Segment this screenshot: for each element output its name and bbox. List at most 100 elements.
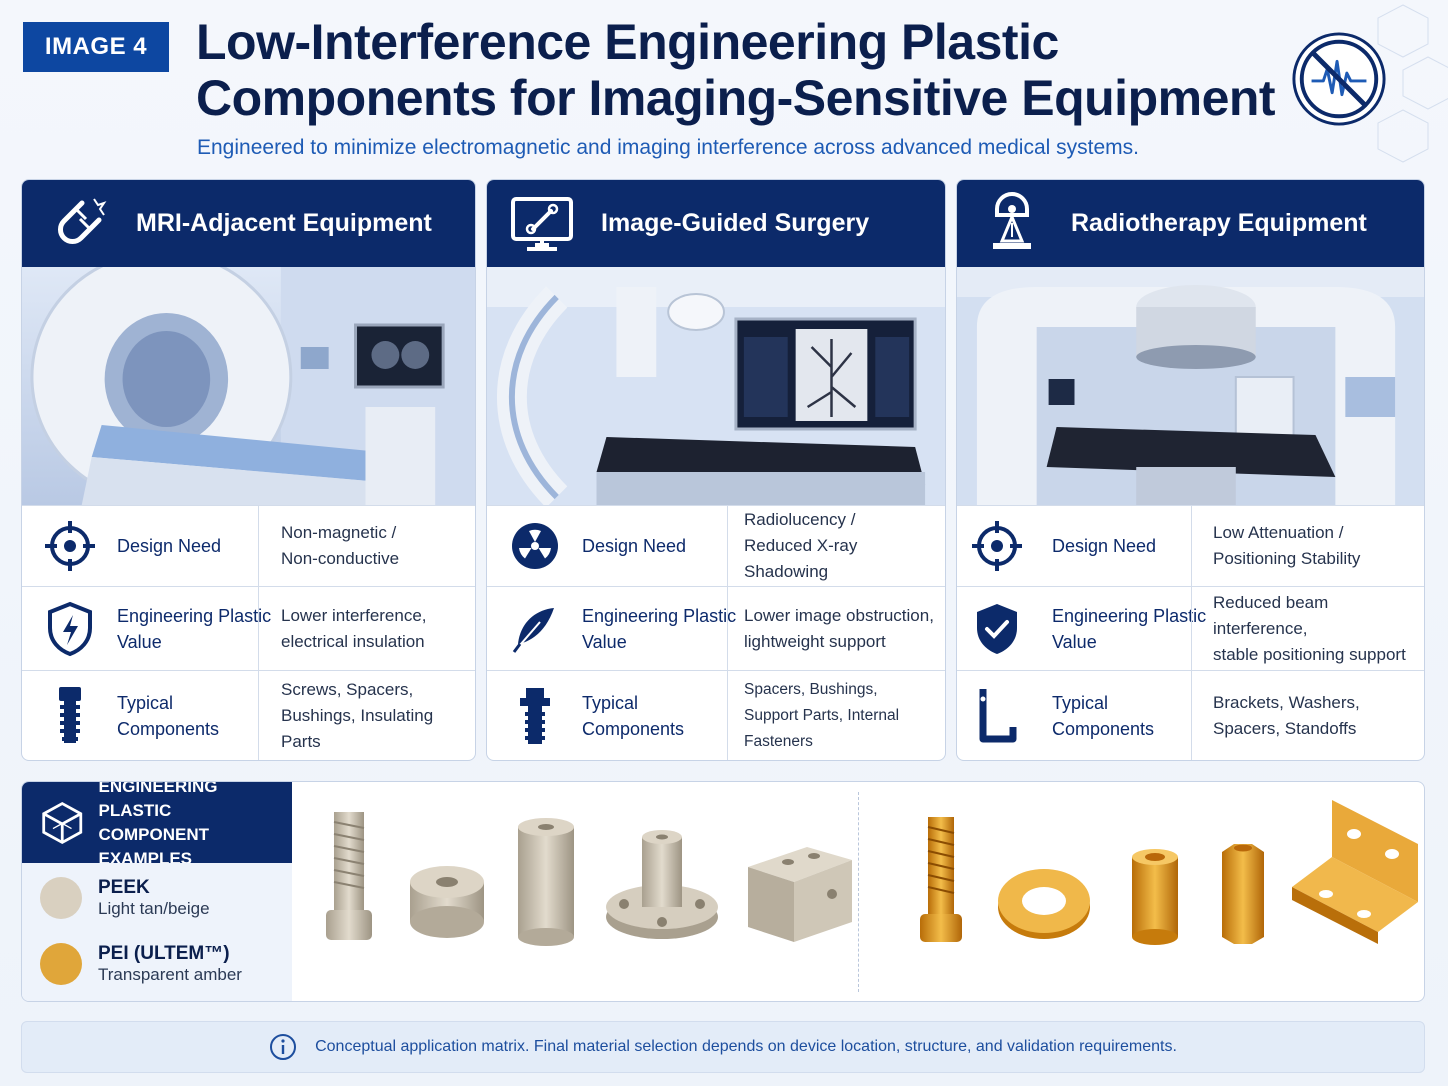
material-divider [858, 792, 859, 992]
examples-title: ENGINEERING PLASTIC COMPONENT EXAMPLES [98, 782, 293, 871]
row-label: Engineering Plastic Value [582, 603, 736, 655]
shield-check-icon [977, 603, 1017, 654]
label-line: Typical [582, 692, 639, 713]
value-line: lightweight support [744, 631, 886, 651]
examples-title-line: COMPONENT EXAMPLES [98, 824, 210, 868]
row-value: Spacers, Bushings, Support Parts, Intern… [744, 677, 945, 755]
no-interference-icon [1292, 32, 1386, 126]
peek-spacer [518, 818, 574, 946]
column-image-guided-surgery: Image-Guided Surgery [486, 179, 946, 761]
column-header: Radiotherapy Equipment [957, 180, 1424, 267]
bolt-icon [519, 687, 550, 744]
column-header: Image-Guided Surgery [487, 180, 945, 267]
row-design-need: Design Need Non-magnetic / Non-conductiv… [22, 505, 475, 586]
value-line: stable positioning support [1213, 644, 1406, 664]
value-line: Non-conductive [281, 549, 400, 568]
linac-icon [993, 191, 1031, 249]
row-value: Screws, Spacers, Bushings, Insulating Pa… [281, 677, 475, 755]
row-label: Design Need [1052, 536, 1157, 556]
peek-washer [410, 866, 484, 938]
value-line: Spacers, Bushings, [744, 680, 878, 698]
column-header: MRI-Adjacent Equipment [22, 180, 475, 267]
row-value: Radiolucency / Reduced X-ray Shadowing [744, 507, 945, 585]
value-line: Low Attenuation / [1213, 523, 1344, 542]
radiotherapy-room-photo [957, 267, 1424, 505]
crosshair-icon [972, 521, 1022, 571]
component-samples [326, 800, 1418, 946]
material-desc: Transparent amber [98, 965, 242, 984]
page-subtitle: Engineered to minimize electromagnetic a… [197, 136, 1139, 159]
value-line: Non-magnetic / [281, 523, 397, 542]
screw-icon [58, 686, 81, 743]
column-mri: MRI-Adjacent Equipment [21, 179, 476, 761]
value-line: Reduced beam interference, [1213, 592, 1329, 638]
footer-text: Conceptual application matrix. Final mat… [315, 1038, 1177, 1055]
value-line: Bushings, Insulating Parts [281, 705, 434, 751]
row-label: Typical Components [1052, 690, 1154, 742]
title-line-2: Components for Imaging-Sensitive Equipme… [196, 70, 1276, 126]
hexagon-pattern-icon [1377, 4, 1448, 163]
image-tag: IMAGE 4 [23, 22, 169, 72]
examples-header: ENGINEERING PLASTIC COMPONENT EXAMPLES [22, 782, 292, 868]
column-title: MRI-Adjacent Equipment [136, 209, 432, 237]
row-value: Reduced beam interference, stable positi… [1213, 590, 1424, 668]
label-line: Engineering Plastic [1052, 605, 1207, 626]
label-line: Engineering Plastic [582, 605, 737, 626]
value-line: Positioning Stability [1213, 549, 1361, 568]
value-line: electrical insulation [281, 631, 425, 651]
row-plastic-value: Engineering Plastic Value Reduced beam i… [957, 586, 1424, 670]
magnet-icon [58, 197, 107, 244]
page-title: Low-Interference Engineering Plastic Com… [196, 14, 1276, 126]
label-line: Components [117, 718, 220, 739]
label-line: Engineering Plastic [117, 605, 272, 626]
title-line-1: Low-Interference Engineering Plastic [196, 14, 1059, 70]
label-line: Components [1052, 718, 1155, 739]
label-line: Value [1052, 631, 1097, 652]
column-radiotherapy: Radiotherapy Equipment Design Need [956, 179, 1425, 761]
pei-swatch [40, 943, 82, 985]
material-name: PEEK [98, 877, 150, 898]
row-label: Design Need [582, 536, 687, 556]
crosshair-icon [44, 521, 95, 571]
value-line: Lower image obstruction, [744, 605, 934, 625]
shield-bolt-icon [47, 601, 92, 656]
row-value: Lower image obstruction, lightweight sup… [744, 603, 934, 655]
feather-icon [512, 607, 554, 653]
label-line: Value [117, 631, 162, 652]
row-value: Brackets, Washers, Spacers, Standoffs [1213, 690, 1360, 742]
row-label: Engineering Plastic Value [117, 603, 271, 655]
peek-screw [326, 812, 372, 940]
peek-swatch [40, 877, 82, 919]
label-line: Components [582, 718, 685, 739]
surgery-room-photo [487, 267, 945, 505]
peek-flange [606, 830, 718, 939]
row-label: Design Need [117, 536, 222, 556]
peek-block [748, 847, 852, 942]
row-value: Lower interference, electrical insulatio… [281, 603, 427, 655]
row-typical-components: Typical Components Screws, Spacers, Bush… [22, 670, 475, 760]
label-line: Value [582, 631, 627, 652]
info-icon [270, 1034, 297, 1060]
row-plastic-value: Engineering Plastic Value Lower interfer… [22, 586, 475, 670]
row-typical-components: Typical Components Spacers, Bushings, Su… [487, 670, 945, 760]
label-line: Typical [1052, 692, 1109, 713]
footer-note: Conceptual application matrix. Final mat… [21, 1021, 1425, 1073]
row-value: Low Attenuation / Positioning Stability [1213, 520, 1360, 572]
material-name: PEI (ULTEM™) [98, 943, 230, 964]
row-typical-components: Typical Components Brackets, Washers, Sp… [957, 670, 1424, 760]
label-line: Typical [117, 692, 174, 713]
row-value: Non-magnetic / Non-conductive [281, 520, 399, 572]
pei-washer [998, 869, 1090, 939]
legend-item-pei: PEI (ULTEM™) Transparent amber [40, 943, 242, 985]
component-examples-panel: ENGINEERING PLASTIC COMPONENT EXAMPLES P… [21, 781, 1425, 1002]
pei-tube-spacer [1132, 849, 1178, 945]
pei-screw [920, 817, 962, 942]
value-line: Support Parts, Internal Fasteners [744, 706, 900, 750]
row-label: Engineering Plastic Value [1052, 603, 1206, 655]
value-line: Brackets, Washers, [1213, 692, 1360, 712]
row-label: Typical Components [582, 690, 684, 742]
legend-item-peek: PEEK Light tan/beige [40, 877, 210, 919]
value-line: Lower interference, [281, 605, 427, 625]
row-design-need: Design Need Radiolucency / Reduced X-ray… [487, 505, 945, 586]
monitor-bone-icon [511, 196, 573, 251]
